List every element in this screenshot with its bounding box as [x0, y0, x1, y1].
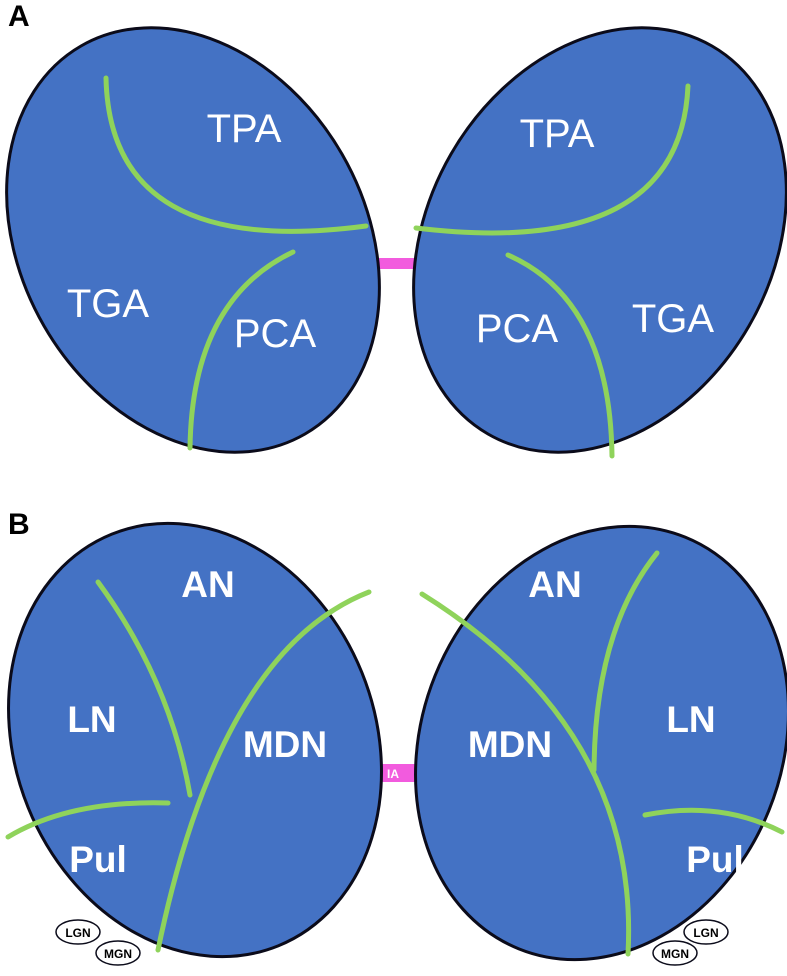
panel-a-label: A [8, 0, 30, 33]
panel-b-left-mdn-label: MDN [243, 724, 327, 765]
panel-b-label: B [8, 508, 30, 541]
panel-b-right-an-ln-border [591, 550, 660, 773]
panel-a-left-tga-label: TGA [67, 282, 150, 326]
panel-b-left-ln-label: LN [67, 699, 116, 740]
panel-a-right-tpa-label: TPA [520, 112, 595, 156]
panel-a-left-lobe [5, 26, 381, 454]
panel-a-right-pca-label: PCA [476, 307, 559, 351]
panel-a-left-tpa-label: TPA [207, 107, 282, 151]
panel-b-left-lgn-marker [55, 919, 101, 945]
panel-a-right-pca-border [505, 252, 615, 459]
panel-b-right-mgn-label: MGN [661, 947, 689, 961]
panel-b-right-mgn-marker [652, 940, 698, 966]
panel-b-left-mgn-label: MGN [104, 947, 132, 961]
panel-a-left-pca-label: PCA [234, 312, 317, 356]
panel-b-left-pul-label: Pul [69, 839, 127, 880]
panel-b-right-mdn-label: MDN [468, 724, 552, 765]
panel-b-left-lobe [7, 521, 383, 959]
panel-b-ia-label: IA [387, 767, 399, 781]
panel-b-right-pul-label: Pul [686, 839, 744, 880]
panel-b-left-an-ln-border [95, 579, 193, 798]
panel-a-right-tpa-border [413, 83, 691, 236]
panel-b-right-pul-border [642, 807, 785, 835]
panel-b-left-pul-border [5, 800, 171, 840]
panel-b-left-lgn-label: LGN [65, 926, 90, 940]
panel-a-left-tpa-border [103, 75, 369, 234]
panel-a-right-tga-label: TGA [632, 297, 715, 341]
panel-b-left-an-mdn-border [155, 589, 372, 953]
panel-b-right-ln-label: LN [666, 699, 715, 740]
panel-b-right-lgn-marker [683, 919, 729, 945]
panel-a-connector [358, 258, 422, 269]
panel-b-right-an-label: AN [528, 564, 581, 605]
panel-a-right-lobe [412, 26, 787, 454]
panel-b-right-lobe [414, 524, 787, 962]
panel-b-right-lgn-label: LGN [693, 926, 718, 940]
panel-a-left-pca-border [187, 249, 296, 451]
panel-b-left-an-label: AN [181, 564, 234, 605]
panel-b-right-an-mdn-border [419, 591, 632, 957]
panel-b-left-mgn-marker [95, 940, 141, 966]
